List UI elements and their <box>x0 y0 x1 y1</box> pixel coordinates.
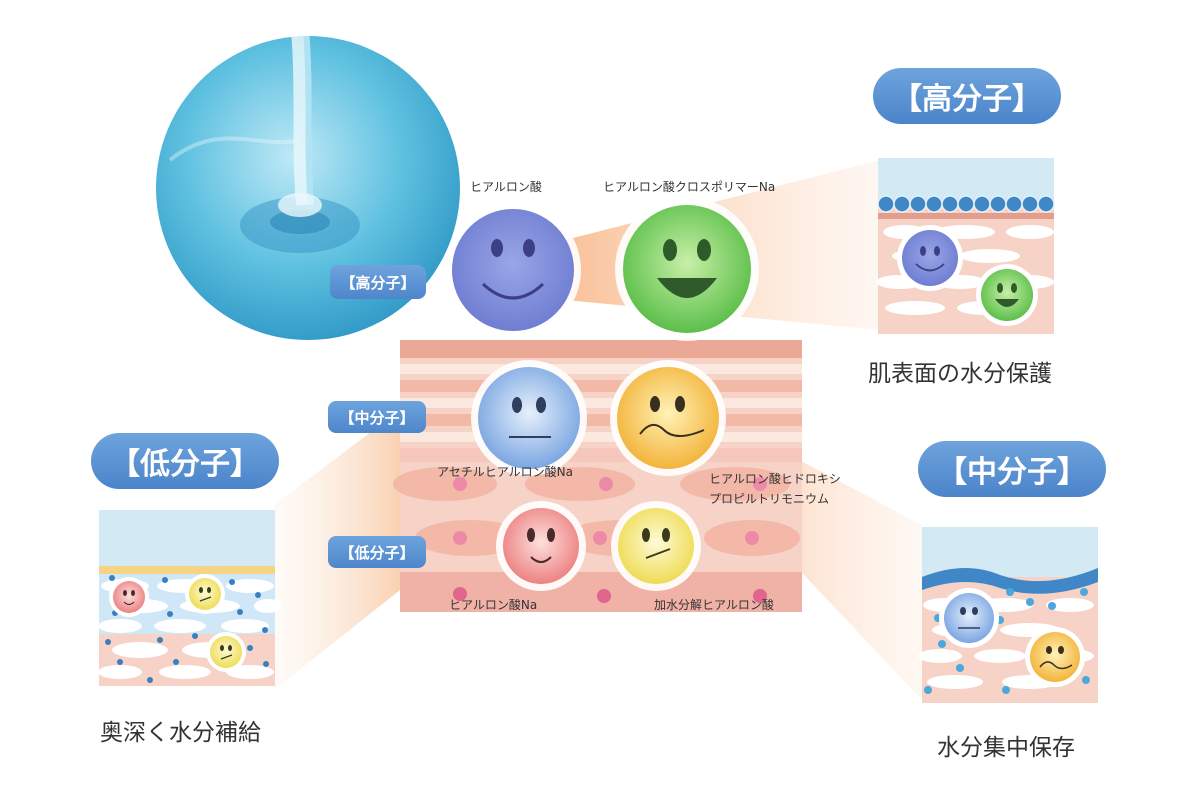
header-pill-high: 【高分子】 <box>873 68 1061 124</box>
tag-low: 【低分子】 <box>328 536 426 568</box>
label-acetyl: アセチルヒアルロン酸Na <box>437 465 573 479</box>
header-pill-mid: 【中分子】 <box>918 441 1106 497</box>
caption-high: 肌表面の水分保護 <box>868 361 1052 387</box>
label-hydrolyzed: 加水分解ヒアルロン酸 <box>654 598 774 612</box>
inset-low-molecular <box>98 510 282 686</box>
label-sodium: ヒアルロン酸Na <box>449 598 538 612</box>
label-hydroxypropyl-line1: ヒアルロン酸ヒドロキシ <box>709 472 841 486</box>
tag-high: 【高分子】 <box>330 265 426 299</box>
label-hyaluronic-acid: ヒアルロン酸 <box>470 180 542 194</box>
face-crosspolymer <box>615 197 759 341</box>
label-hydroxypropyl-line2: プロピルトリモニウム <box>709 492 830 506</box>
inset-high-molecular <box>876 158 1055 334</box>
water-drop-image <box>156 36 460 340</box>
face-acetyl <box>471 360 587 476</box>
header-pill-low: 【低分子】 <box>91 433 279 489</box>
label-crosspolymer: ヒアルロン酸クロスポリマーNa <box>603 180 776 194</box>
inset-mid-molecular <box>918 527 1098 703</box>
face-hydroxypropyl <box>610 360 726 476</box>
caption-low: 奥深く水分補給 <box>100 720 261 746</box>
face-sodium <box>496 501 586 591</box>
face-hydrolyzed <box>611 501 701 591</box>
tag-mid: 【中分子】 <box>328 401 426 433</box>
caption-mid: 水分集中保存 <box>937 735 1075 761</box>
face-hyaluronic-acid <box>445 202 581 338</box>
